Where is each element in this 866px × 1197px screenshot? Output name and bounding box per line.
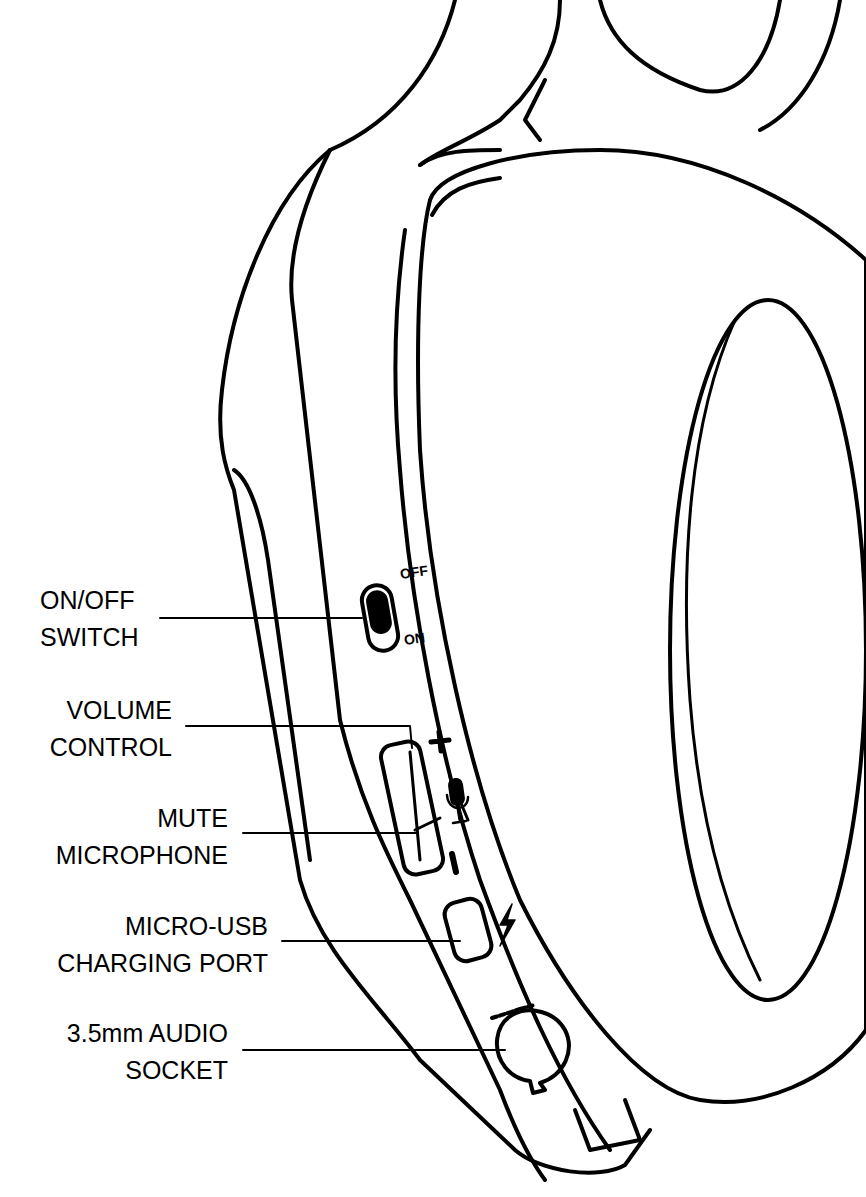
volume-slider xyxy=(379,739,446,876)
callout-label: MICRO-USB CHARGING PORT xyxy=(38,908,268,982)
leader-line xyxy=(160,617,362,619)
callout-label: VOLUME CONTROL xyxy=(22,692,172,766)
headband-notch xyxy=(525,80,545,140)
leader-line xyxy=(243,1049,505,1051)
ear-pad-hole-inner xyxy=(686,320,760,980)
headband-edge xyxy=(760,0,840,130)
headband-edge xyxy=(330,0,455,150)
callout-label: MUTE MICROPHONE xyxy=(23,800,228,874)
volume-slider-groove xyxy=(410,752,420,860)
usb-port xyxy=(442,896,494,964)
audio-socket xyxy=(497,1010,569,1093)
jack-icon xyxy=(492,1005,534,1018)
leader-line xyxy=(282,940,460,942)
charge-icon xyxy=(500,904,515,946)
leader-line xyxy=(186,726,412,748)
headband-edge xyxy=(420,0,560,165)
leader-line xyxy=(243,832,418,834)
earcup-clip xyxy=(575,1100,640,1150)
plus-symbol xyxy=(431,732,449,751)
callout-label: 3.5mm AUDIO SOCKET xyxy=(28,1015,228,1089)
callout-label: ON/OFF SWITCH xyxy=(40,582,170,656)
switch-position-label: OFF xyxy=(399,562,429,582)
headband-edge xyxy=(600,0,780,92)
mute-button-edge xyxy=(415,818,440,830)
switch-knob xyxy=(367,591,392,634)
minus-symbol xyxy=(452,854,456,872)
mic-slash xyxy=(450,777,468,820)
switch-body xyxy=(359,583,400,653)
switch-position-label: ON xyxy=(403,629,426,648)
ear-pad-edge xyxy=(432,178,500,215)
ear-pad-hole xyxy=(670,300,866,1000)
earcup-shell xyxy=(234,470,310,860)
ear-pad xyxy=(418,150,866,1102)
